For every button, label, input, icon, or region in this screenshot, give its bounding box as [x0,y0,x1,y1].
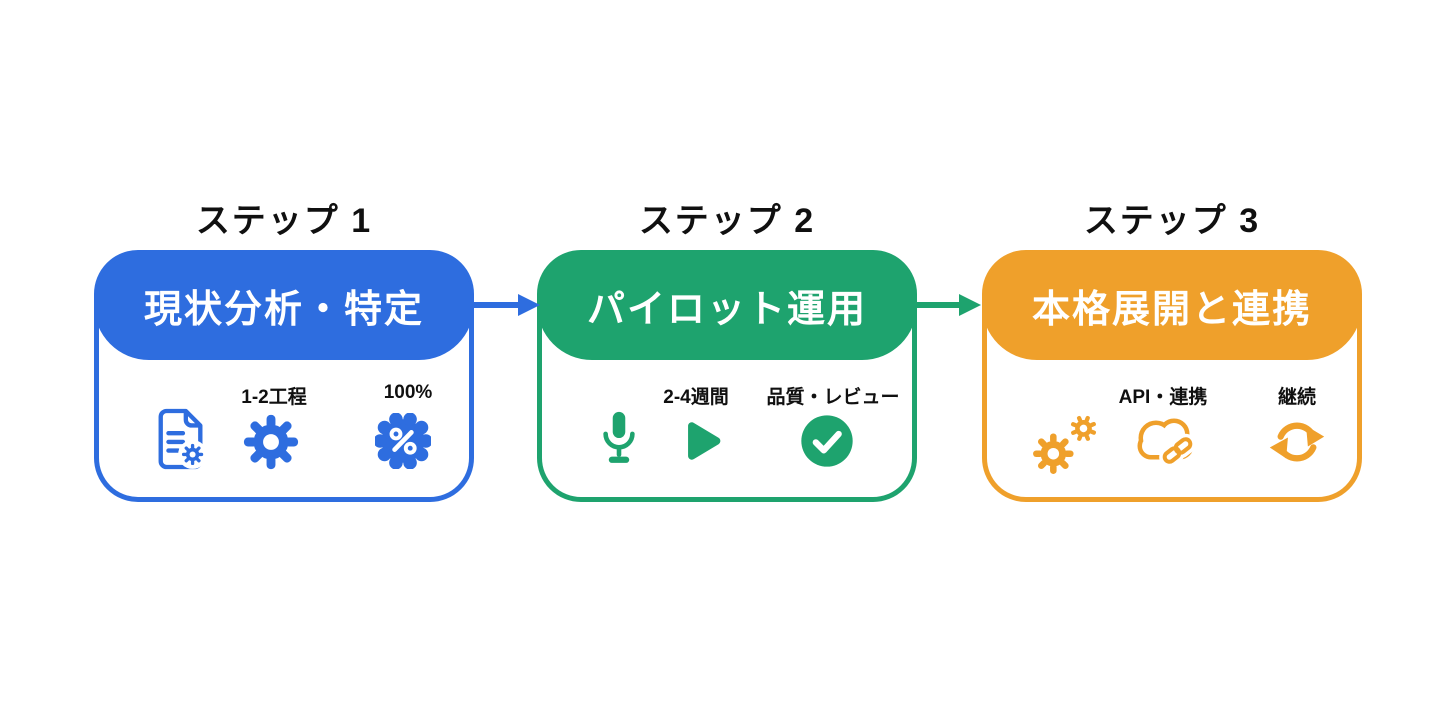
step-2-card: パイロット運用 2-4週間 品質・レビュー [537,250,917,502]
step-3-header-label: 本格展開と連携 [1031,288,1312,331]
step-3-metric-label-1: API・連携 [1118,387,1208,408]
step-2-title: ステップ 2 [638,202,816,240]
step-1-card: 現状分析・特定 1-2工程 100% [94,250,474,502]
step-2-metric-label-1: 2-4週間 [663,387,729,408]
microphone-icon [596,407,642,467]
step-1-header-pill: 現状分析・特定 [94,250,474,360]
sync-icon [1268,413,1326,471]
step-3-header-pill: 本格展開と連携 [982,250,1362,360]
document-gear-icon [153,407,209,471]
step-2-header-label: パイロット運用 [586,288,867,331]
play-icon [668,413,724,469]
step-1-title: ステップ 1 [195,202,373,240]
check-circle-icon [799,413,855,469]
step-1-metric-label-1: 1-2工程 [241,387,307,408]
step-3-title: ステップ 3 [1083,202,1261,240]
step-1-header-label: 現状分析・特定 [143,288,424,331]
gears-icon [1029,411,1101,477]
step-3-metric-label-2: 継続 [1277,387,1317,408]
percent-badge-icon [375,413,431,469]
arrow-step1-to-step2 [474,294,540,316]
cloud-link-icon [1129,409,1203,471]
arrow-step2-to-step3 [915,294,981,316]
step-1-metric-label-2: 100% [383,382,433,403]
step-2-header-pill: パイロット運用 [537,250,917,360]
gear-icon [242,413,300,471]
step-3-card: 本格展開と連携 API・連携 継続 [982,250,1362,502]
step-2-metric-label-2: 品質・レビュー [766,387,900,408]
